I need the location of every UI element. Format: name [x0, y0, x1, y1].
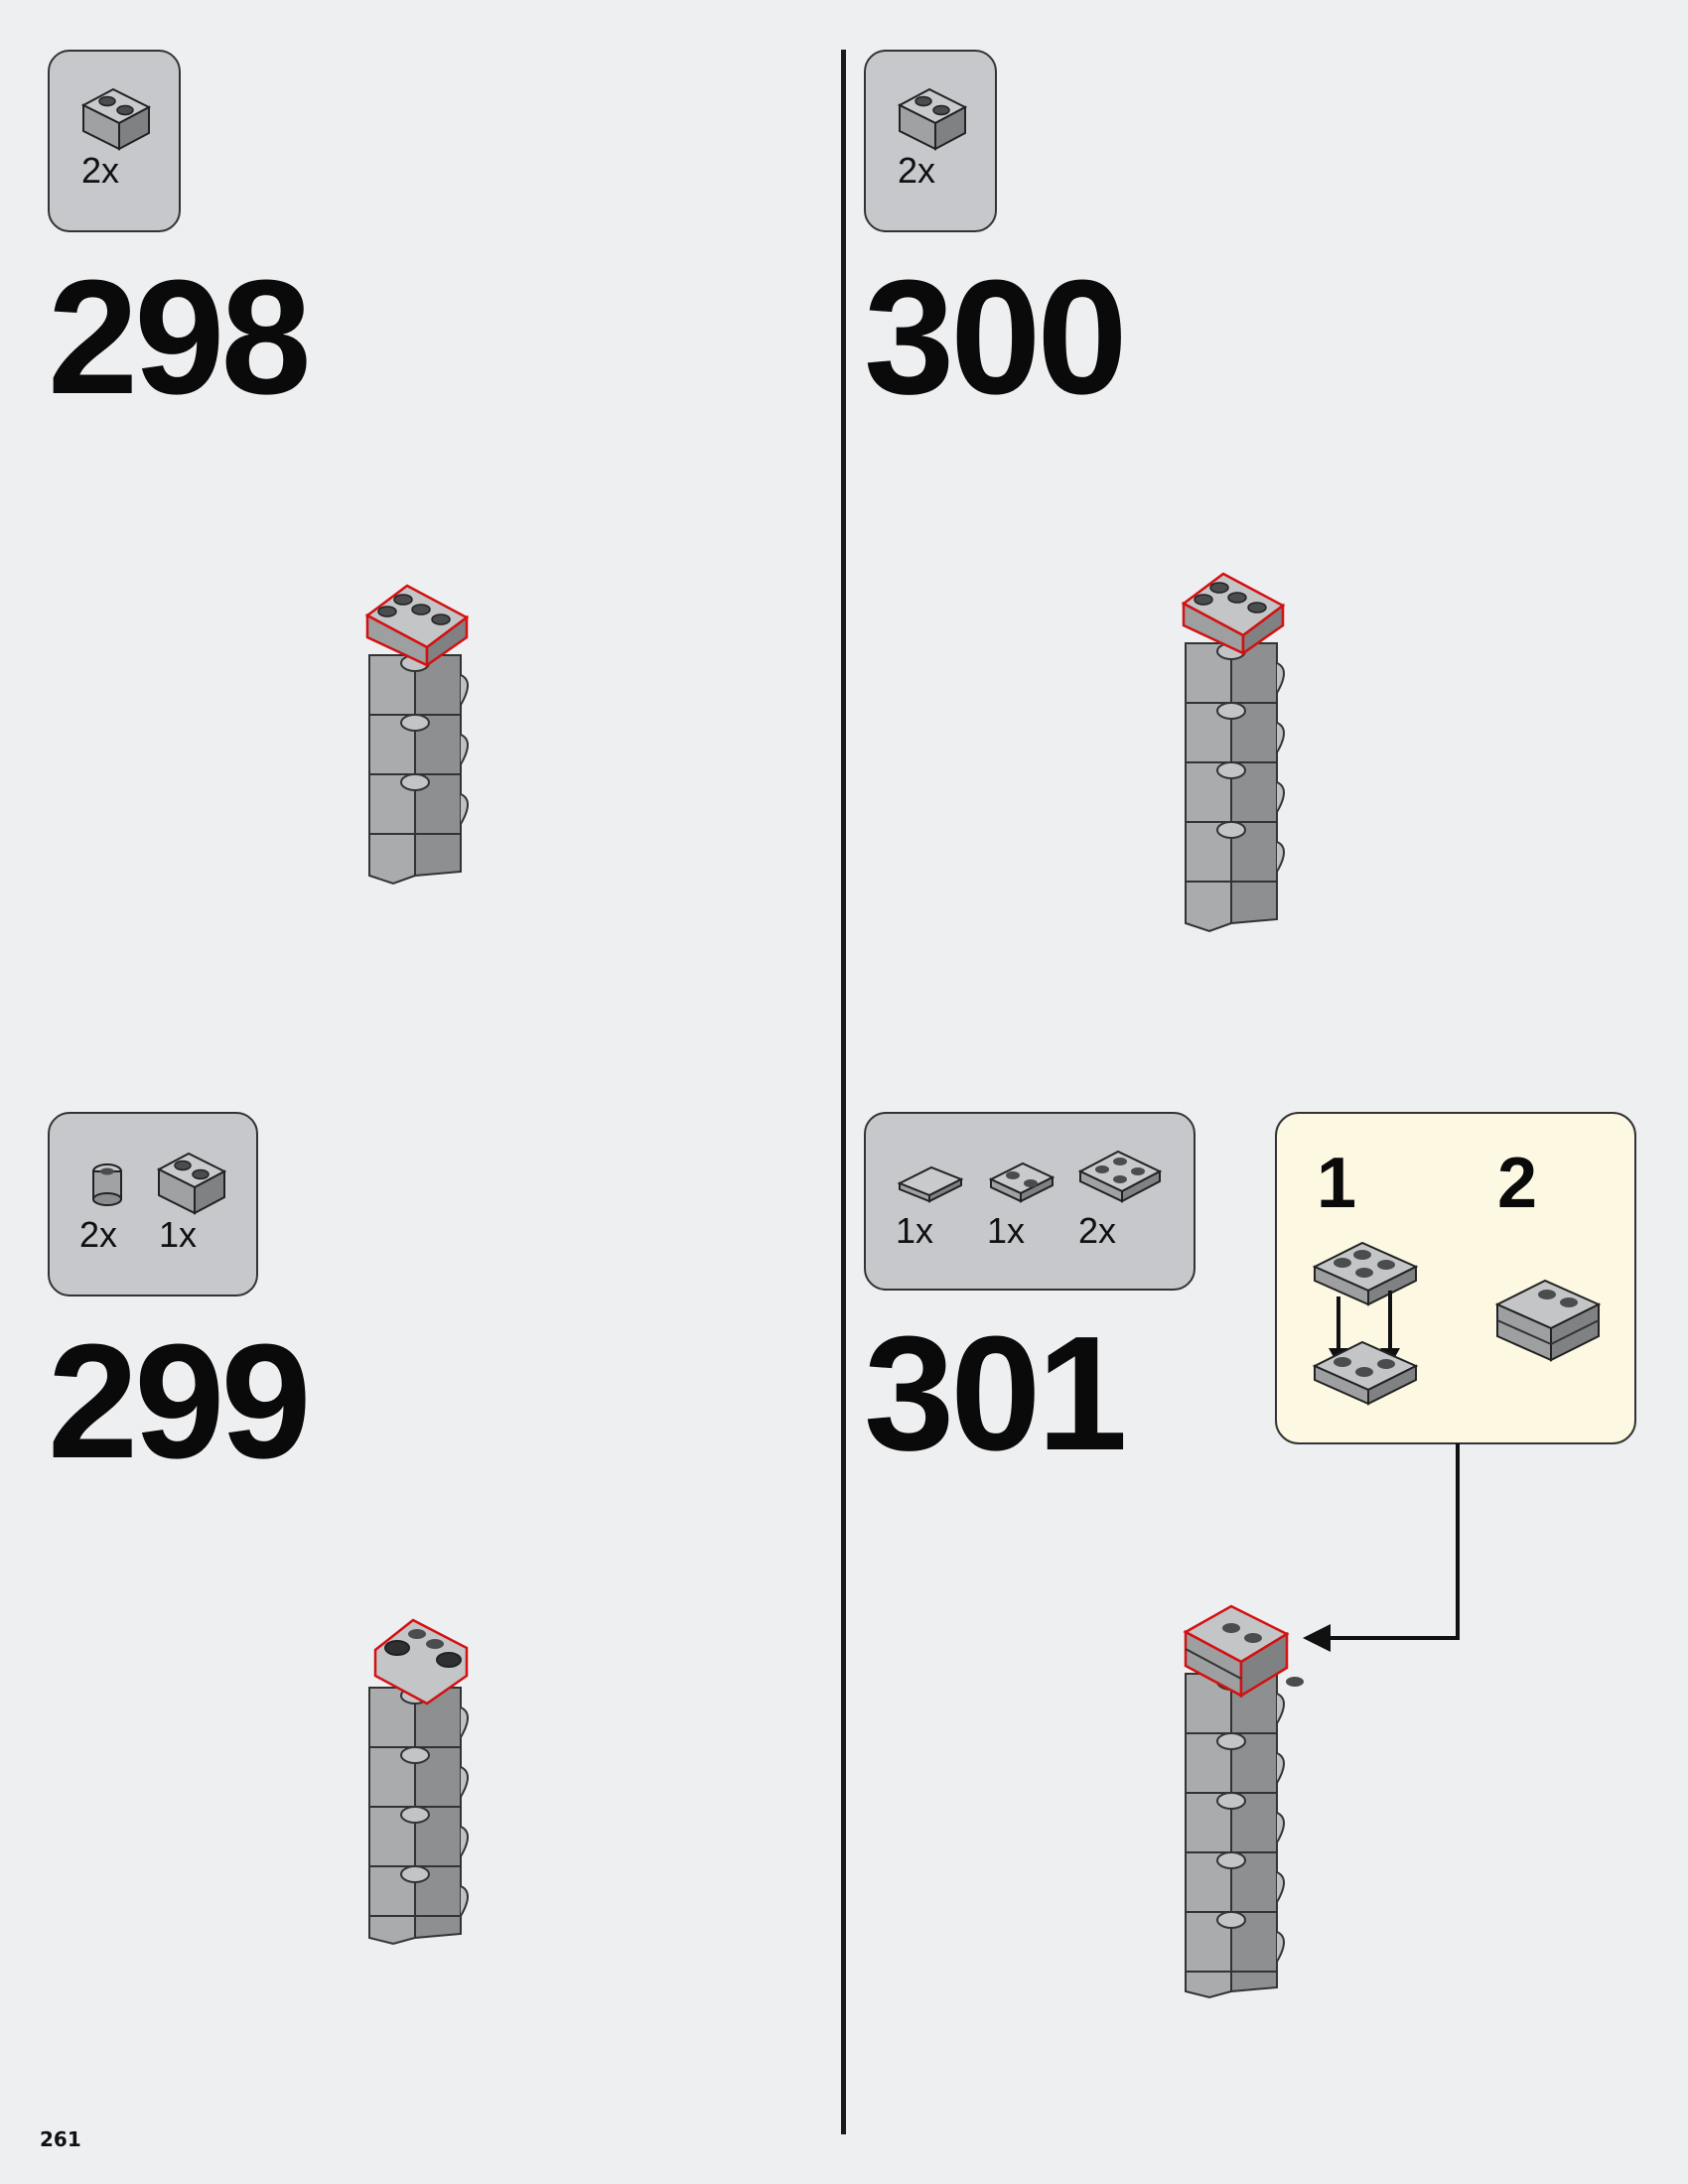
tower-model-298 [365, 584, 469, 886]
tower-model-300 [1182, 572, 1285, 933]
part-qty: 1x [987, 1210, 1026, 1251]
tower-model-299 [368, 1618, 469, 1946]
page-number: 261 [40, 2127, 81, 2151]
round-brick-1x1-icon [92, 1163, 122, 1206]
brick-1x2-icon [82, 88, 150, 150]
substep-1-diagram [1312, 1241, 1419, 1406]
parts-callout-300: 2x [864, 50, 997, 232]
column-divider [841, 50, 846, 2134]
step-number-301: 301 [864, 1302, 1128, 1484]
plate-1x2-icon [988, 1161, 1055, 1203]
parts-callout-299: 2x 1x [48, 1112, 258, 1297]
substep-2-diagram [1494, 1279, 1602, 1362]
brick-1x2-icon [158, 1153, 225, 1214]
substep-1-label: 1 [1317, 1144, 1357, 1223]
step-number-299: 299 [48, 1310, 312, 1492]
brick-1x2-icon [899, 88, 966, 150]
step-number-300: 300 [864, 246, 1128, 428]
tower-model-301 [1183, 1604, 1304, 1999]
part-qty: 2x [79, 1214, 118, 1255]
part-qty: 1x [159, 1214, 198, 1255]
part-qty: 2x [81, 150, 120, 191]
part-qty: 1x [896, 1210, 934, 1251]
callout-arrow [1303, 1443, 1460, 1652]
step-number-298: 298 [48, 246, 312, 428]
parts-callout-298: 2x [48, 50, 181, 232]
sub-assembly-callout: 1 2 [1275, 1112, 1636, 1444]
substep-2-label: 2 [1497, 1144, 1538, 1223]
tile-1x2-icon [897, 1165, 964, 1203]
part-qty: 2x [1078, 1210, 1117, 1251]
plate-2x2-icon [1077, 1150, 1163, 1203]
part-qty: 2x [898, 150, 936, 191]
parts-callout-301: 1x 1x 2x [864, 1112, 1196, 1291]
